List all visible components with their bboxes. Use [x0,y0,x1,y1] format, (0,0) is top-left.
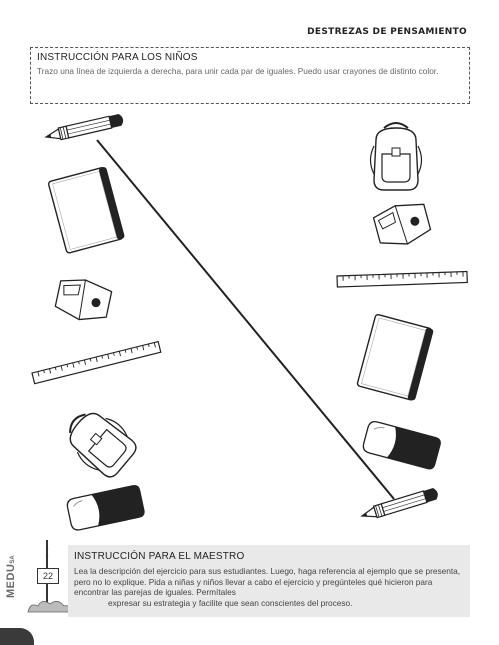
brand-logo: MEDUSA [5,555,17,598]
right-pencil-icon [359,486,440,523]
example-match-line [96,139,395,500]
right-sharpener-icon [371,197,434,252]
page-corner-tab [0,628,34,645]
right-ruler-icon [336,270,468,288]
teacher-instruction-text: Lea la descripción del ejercicio para su… [74,566,464,608]
left-pencil-icon [44,112,125,144]
children-instruction-text: Trazo una línea de izquierda a derecha, … [37,66,439,76]
right-backpack-icon [369,122,423,191]
children-instruction-title: INSTRUCCIÓN PARA LOS NIÑOS [37,52,198,63]
left-notebook-icon [47,165,126,255]
teacher-instruction-text-end: expresar su estrategia y facilite que se… [108,597,353,608]
brand-name: MEDU [5,563,17,598]
teacher-instruction-box: INSTRUCCIÓN PARA EL MAESTRO Lea la descr… [68,545,470,617]
left-eraser-icon [65,483,146,532]
left-sharpener-icon [53,274,114,326]
page-number: 22 [37,568,59,584]
right-notebook-icon [356,313,435,402]
brand-suffix: SA [10,555,16,564]
section-header: DESTREZAS DE PENSAMIENTO [307,27,467,37]
teacher-instruction-title: INSTRUCCIÓN PARA EL MAESTRO [74,551,245,562]
left-backpack-icon [56,399,143,485]
teacher-instruction-text-main: Lea la descripción del ejercicio para su… [74,566,461,597]
left-ruler-icon [31,340,162,385]
right-eraser-icon [361,419,443,471]
children-instruction-box: INSTRUCCIÓN PARA LOS NIÑOS Trazo una lín… [30,47,470,104]
